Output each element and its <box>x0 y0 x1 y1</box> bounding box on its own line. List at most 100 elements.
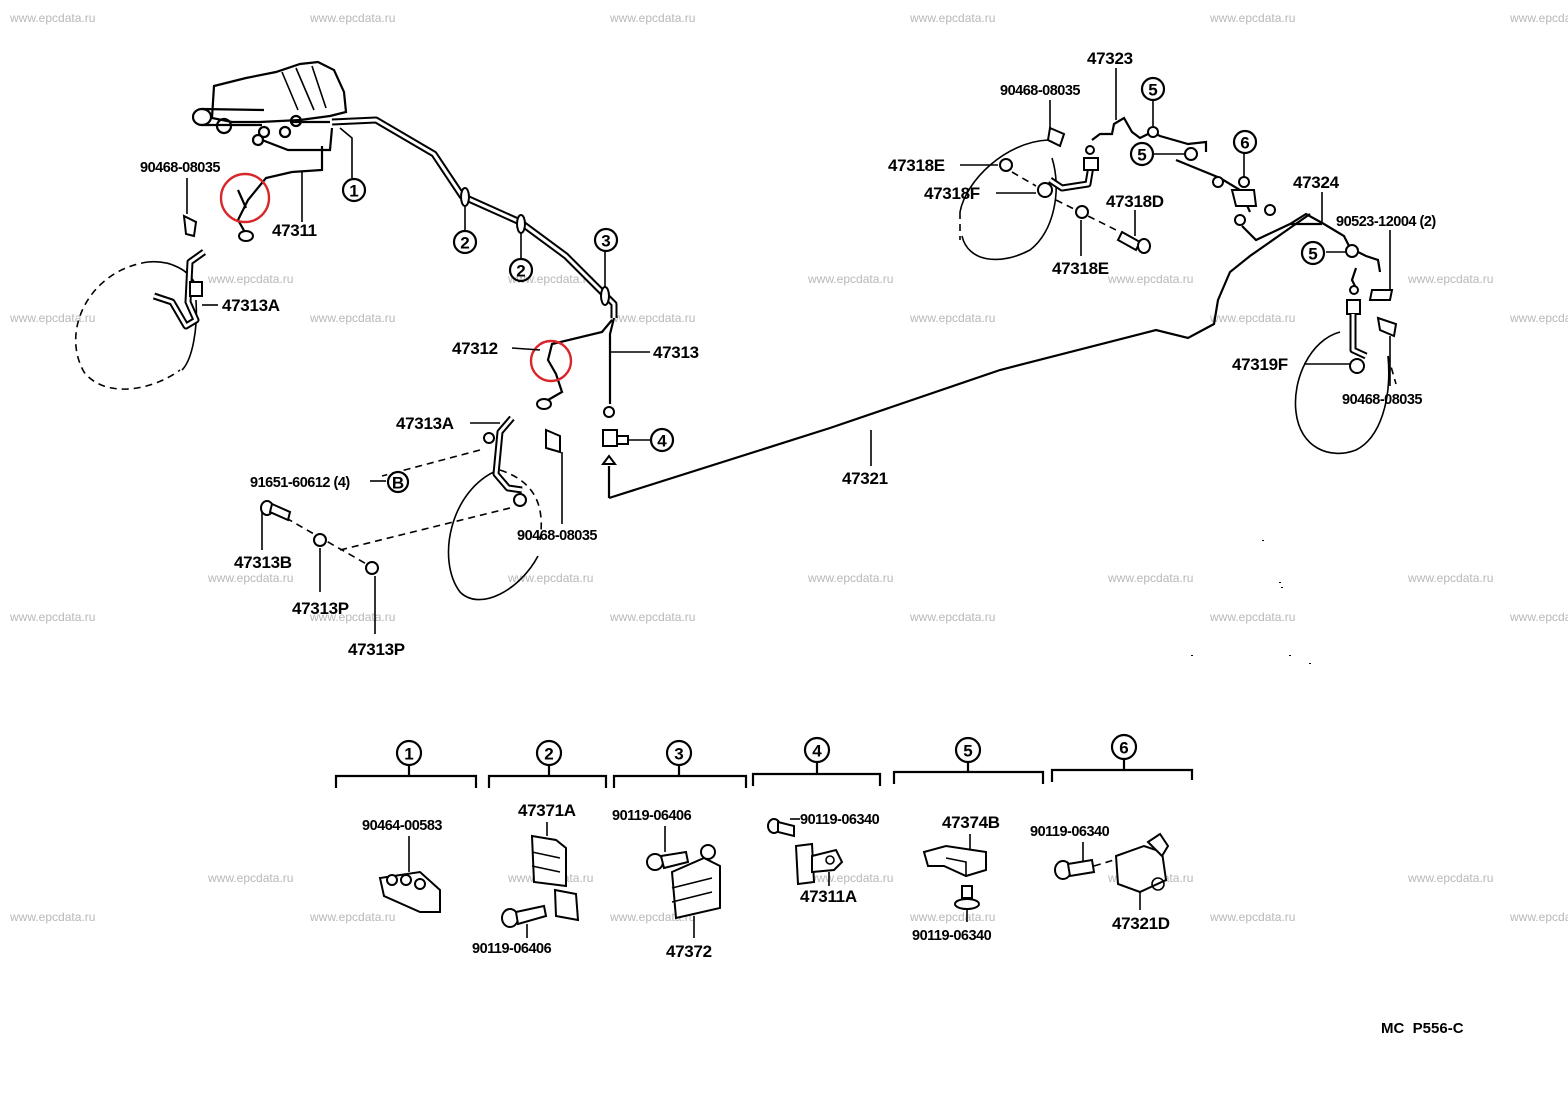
svg-text:3: 3 <box>674 745 683 764</box>
brake-line-main[interactable] <box>331 116 618 318</box>
callout-6[interactable]: 6 <box>1110 733 1138 761</box>
bolt-47318D[interactable] <box>1116 230 1151 254</box>
label-47319F[interactable]: 47319F <box>1232 355 1288 374</box>
washer-47318E[interactable] <box>1075 205 1089 219</box>
callout-1[interactable]: 1 <box>395 739 423 767</box>
bolt-47313B[interactable] <box>260 500 292 522</box>
detail-group-5: 5 47374B 90119-06340 <box>892 736 1045 944</box>
front-left-brake-hose[interactable] <box>74 249 207 390</box>
washer-47318E[interactable] <box>999 158 1013 172</box>
label-47318E[interactable]: 47318E <box>888 156 945 175</box>
label-47372[interactable]: 47372 <box>666 942 712 961</box>
highlight-circle <box>529 339 573 383</box>
callout-3[interactable]: 3 <box>665 739 693 767</box>
detail-group-2: 2 47371A 90119-06406 <box>472 739 608 957</box>
callout-4[interactable]: 4 <box>803 736 831 764</box>
label-47318F[interactable]: 47318F <box>924 184 980 203</box>
clip-part <box>182 214 198 238</box>
label-47313[interactable]: 47313 <box>653 343 699 362</box>
label-90119-06340[interactable]: 90119-06340 <box>800 812 880 828</box>
watermark: www.epcdata.ru <box>207 871 293 885</box>
label-90468-08035[interactable]: 90468-08035 <box>517 528 598 544</box>
brake-line-47312[interactable] <box>529 319 613 410</box>
label-47313A[interactable]: 47313A <box>222 296 280 315</box>
callout-B[interactable]: B <box>386 470 410 494</box>
callout-2[interactable]: 2 <box>508 257 534 283</box>
brake-line-47313[interactable] <box>601 317 629 498</box>
label-47323[interactable]: 47323 <box>1087 49 1133 68</box>
watermark: www.epcdata.ru <box>309 910 395 924</box>
watermark: www.epcdata.ru <box>807 571 893 585</box>
label-90119-06340[interactable]: 90119-06340 <box>1030 824 1110 840</box>
clamp-part <box>530 834 580 922</box>
label-47313P[interactable]: 47313P <box>292 599 349 618</box>
label-91651-60612[interactable]: 91651-60612 (4) <box>250 475 351 491</box>
watermark: www.epcdata.ru <box>1407 272 1493 286</box>
callout-3[interactable]: 3 <box>593 227 619 253</box>
brake-line-47321[interactable] <box>608 213 1311 500</box>
label-47321[interactable]: 47321 <box>842 469 888 488</box>
label-90464-00583[interactable]: 90464-00583 <box>362 818 443 834</box>
callout-5[interactable]: 5 <box>1140 76 1166 102</box>
label-47311A[interactable]: 47311A <box>800 887 857 906</box>
label-47313A[interactable]: 47313A <box>396 414 454 433</box>
label-47321D[interactable]: 47321D <box>1112 914 1170 933</box>
callout-2[interactable]: 2 <box>535 739 563 767</box>
svg-text:6: 6 <box>1119 739 1128 758</box>
scan-specks <box>1191 540 1311 664</box>
rear-left-brake-hose[interactable] <box>959 139 1099 261</box>
label-90468-08035[interactable]: 90468-08035 <box>1342 392 1423 408</box>
watermark: www.epcdata.ru <box>909 610 995 624</box>
watermark: www.epcdata.ru <box>609 311 695 325</box>
callout-5[interactable]: 5 <box>1129 141 1155 167</box>
label-47371A[interactable]: 47371A <box>518 801 576 820</box>
clamp-part <box>922 844 987 878</box>
brake-line-47324[interactable] <box>1289 212 1382 289</box>
watermark: www.epcdata.ru <box>309 11 395 25</box>
label-47312[interactable]: 47312 <box>452 339 498 358</box>
label-90468-08035[interactable]: 90468-08035 <box>140 160 221 176</box>
label-47324[interactable]: 47324 <box>1293 173 1340 192</box>
svg-text:5: 5 <box>1308 245 1317 264</box>
label-90119-06406[interactable]: 90119-06406 <box>612 808 692 824</box>
label-47311[interactable]: 47311 <box>272 221 317 240</box>
label-90523-12004[interactable]: 90523-12004 (2) <box>1336 214 1437 230</box>
label-90119-06340[interactable]: 90119-06340 <box>912 928 992 944</box>
front-right-brake-hose[interactable] <box>447 415 542 601</box>
label-47313P[interactable]: 47313P <box>348 640 405 659</box>
watermark: www.epcdata.ru <box>609 610 695 624</box>
callout-5[interactable]: 5 <box>954 736 982 764</box>
master-cylinder[interactable] <box>191 60 348 152</box>
callout-6[interactable]: 6 <box>1232 129 1258 155</box>
watermark: www.epcdata.ru <box>1209 910 1295 924</box>
brake-line-47311[interactable] <box>219 146 324 242</box>
clamp-part <box>1114 832 1170 894</box>
callout-5[interactable]: 5 <box>1300 240 1326 266</box>
washer-47313P[interactable] <box>313 533 327 547</box>
watermark: www.epcdata.ru <box>507 272 593 286</box>
watermark: www.epcdata.ru <box>909 311 995 325</box>
svg-text:4: 4 <box>812 742 822 761</box>
watermark: www.epcdata.ru <box>1509 311 1568 325</box>
callout-1[interactable]: 1 <box>341 177 367 203</box>
label-47313B[interactable]: 47313B <box>234 553 292 572</box>
svg-text:1: 1 <box>349 182 358 201</box>
label-47318D[interactable]: 47318D <box>1106 192 1164 211</box>
watermark: www.epcdata.ru <box>9 311 95 325</box>
clip-part <box>545 428 561 454</box>
svg-text:2: 2 <box>460 234 469 253</box>
label-47374B[interactable]: 47374B <box>942 813 1000 832</box>
washer-47313P[interactable] <box>365 561 379 575</box>
label-90468-08035[interactable]: 90468-08035 <box>1000 83 1081 99</box>
label-90119-06406[interactable]: 90119-06406 <box>472 941 552 957</box>
svg-text:2: 2 <box>516 262 525 281</box>
callout-4[interactable]: 4 <box>649 427 675 453</box>
junction-block[interactable] <box>1212 176 1322 242</box>
watermark: www.epcdata.ru <box>1509 910 1568 924</box>
label-47318E[interactable]: 47318E <box>1052 259 1109 278</box>
rear-right-brake-hose[interactable] <box>1294 285 1397 455</box>
callout-2[interactable]: 2 <box>452 229 478 255</box>
svg-text:B: B <box>392 474 404 493</box>
svg-text:6: 6 <box>1240 134 1249 153</box>
